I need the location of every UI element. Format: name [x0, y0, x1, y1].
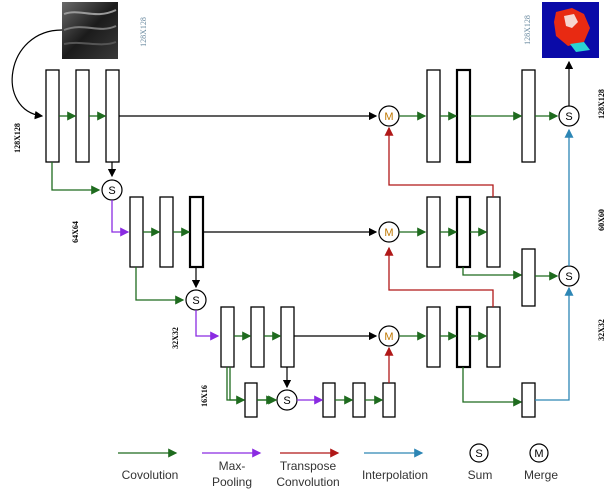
dim-label-right1: 128X128 [597, 89, 606, 119]
decoder-map-l2-b [455, 195, 472, 269]
feature-map-l1-a [45, 69, 60, 163]
svg-text:S: S [475, 448, 482, 460]
decoder-map-l3-c [486, 306, 501, 368]
svg-text:S: S [192, 295, 199, 307]
input-size-label: 128X128 [139, 17, 148, 47]
legend-tconv-2: Convolution [276, 475, 339, 489]
output-size-label: 128X128 [523, 15, 532, 45]
svg-text:S: S [565, 111, 572, 123]
decoder-map-l2-c [486, 196, 501, 268]
legend-sum-symbol [469, 443, 489, 463]
dim-label-level2: 64X64 [71, 221, 80, 243]
feature-map-l4-c [352, 382, 366, 418]
decoder-map-l1-b [455, 68, 472, 164]
feature-map-l3-b [250, 306, 265, 368]
dim-label-right2: 60X60 [597, 209, 606, 231]
feature-map-l1-b [75, 69, 90, 163]
feature-map-l2-b [159, 196, 174, 268]
interp-map-l3 [521, 382, 536, 418]
legend-sum: Sum [468, 468, 493, 482]
feature-map-l4-a [244, 382, 258, 418]
decoder-map-l3-a [426, 306, 441, 368]
svg-text:M: M [384, 111, 393, 123]
feature-map-l4-d [382, 382, 396, 418]
decoder-map-l2-a [426, 196, 441, 268]
input-arrow [11, 29, 63, 120]
legend-maxpool-2: Pooling [212, 475, 252, 489]
legend-tconv-1: Transpose [280, 459, 337, 473]
decoder-map-l1-a [426, 69, 441, 163]
svg-text:M: M [384, 227, 393, 239]
legend-convolution: Covolution [122, 468, 179, 482]
decoder-map-l3-b [455, 305, 472, 369]
svg-text:M: M [384, 331, 393, 343]
svg-text:M: M [534, 448, 543, 460]
interp-map-l2 [521, 248, 536, 307]
feature-map-l3-c [280, 306, 295, 368]
input-image [62, 2, 118, 59]
feature-map-l4-b [322, 382, 336, 418]
svg-text:S: S [565, 271, 572, 283]
feature-map-l3-a [220, 306, 235, 368]
svg-text:S: S [108, 185, 115, 197]
legend-merge: Merge [524, 468, 558, 482]
legend-merge-symbol [529, 443, 549, 463]
dim-label-level4: 16X16 [200, 385, 209, 407]
output-image [542, 2, 599, 58]
dim-label-right3: 32X32 [597, 319, 606, 341]
svg-text:S: S [283, 395, 290, 407]
legend: Covolution Max- Pooling Transpose Convol… [118, 443, 558, 489]
legend-maxpool-1: Max- [219, 459, 246, 473]
feature-map-l2-a [129, 196, 144, 268]
decoder-map-l1-c [521, 69, 536, 163]
feature-map-l2-c [188, 195, 205, 269]
dim-label-level3: 32X32 [171, 327, 180, 349]
legend-interpolation: Interpolation [362, 468, 428, 482]
feature-map-l1-c [105, 69, 120, 163]
dim-label-level1: 128X128 [13, 123, 22, 153]
